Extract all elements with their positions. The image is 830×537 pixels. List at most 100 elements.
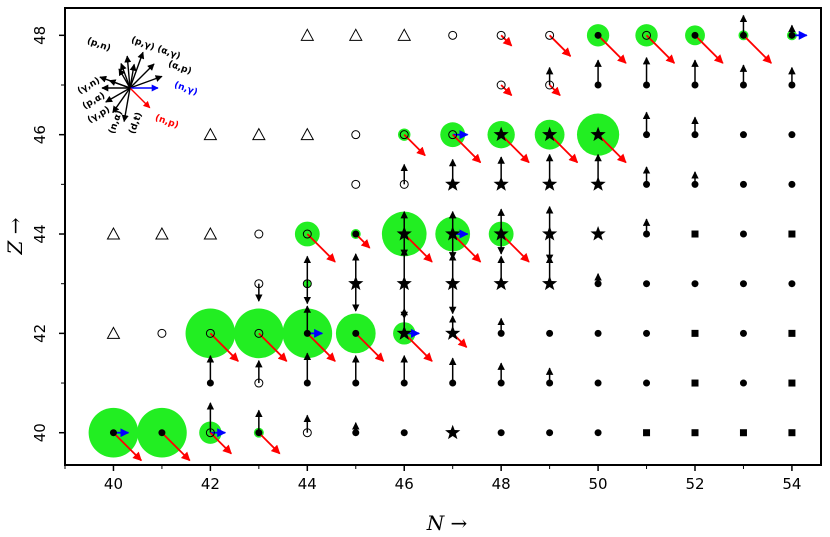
n-p-arrow — [548, 34, 572, 57]
open-circle-marker — [351, 130, 361, 140]
legend-label: (n,γ) — [173, 80, 199, 98]
open-circle-marker — [448, 130, 458, 140]
star-marker — [493, 176, 509, 191]
x-axis-label: N → — [426, 511, 468, 535]
open-circle-marker — [254, 229, 264, 239]
open-circle-marker — [205, 328, 215, 338]
stable-nuclide-marker — [739, 81, 747, 89]
n-p-arrow — [694, 34, 724, 64]
legend-arrow — [118, 68, 131, 89]
n-p-arrow — [161, 432, 191, 462]
triangle-marker — [397, 28, 412, 41]
open-circle-marker — [545, 80, 555, 90]
stable-nuclide-marker — [546, 379, 554, 387]
legend-arrow — [121, 87, 131, 123]
x-tick-label: 48 — [492, 475, 511, 493]
legend-arrow — [108, 79, 131, 89]
stable-nuclide-marker — [546, 429, 554, 437]
y-tick-label: 46 — [31, 125, 49, 144]
stable-nuclide-marker — [206, 379, 214, 387]
stable-nuclide-marker — [643, 379, 651, 387]
n-p-arrow — [306, 233, 336, 263]
open-circle-marker — [399, 130, 409, 140]
triangle-marker — [348, 28, 363, 41]
star-marker — [396, 226, 412, 241]
star-marker — [445, 275, 461, 291]
triangle-marker — [203, 226, 218, 240]
stable-nuclide-marker — [594, 379, 602, 387]
square-marker — [788, 329, 796, 337]
star-marker — [542, 275, 558, 291]
n-p-arrow — [597, 134, 627, 164]
stable-nuclide-marker — [594, 280, 602, 288]
n-p-arrow — [548, 134, 579, 164]
star-marker — [590, 176, 606, 191]
star-marker — [542, 126, 558, 142]
stable-nuclide-marker — [303, 329, 311, 337]
n-p-arrow — [452, 134, 482, 164]
star-marker — [445, 424, 461, 440]
star-marker — [493, 226, 509, 241]
square-marker — [691, 329, 699, 337]
x-tick-label: 44 — [298, 475, 317, 493]
triangle-marker — [300, 127, 315, 141]
square-marker — [691, 379, 699, 387]
stable-nuclide-marker — [497, 329, 505, 337]
stable-nuclide-marker — [449, 379, 457, 387]
legend-arrow — [119, 62, 131, 89]
star-marker — [590, 226, 606, 241]
open-circle-marker — [351, 179, 361, 189]
x-tick-label: 52 — [685, 475, 704, 493]
stable-nuclide-marker — [691, 31, 699, 39]
legend-label: (p,n) — [85, 36, 111, 54]
stable-nuclide-marker — [352, 429, 360, 437]
legend-label: (n,p) — [153, 113, 179, 131]
open-circle-marker — [254, 328, 264, 338]
stable-nuclide-marker — [643, 131, 651, 139]
star-marker — [445, 325, 461, 340]
open-circle-marker — [545, 30, 555, 40]
star-marker — [348, 275, 364, 291]
x-tick-label: 54 — [782, 475, 801, 493]
stable-nuclide-marker — [643, 180, 651, 188]
legend-label: (α,p) — [167, 59, 193, 77]
n-p-arrow — [403, 233, 433, 263]
n-p-arrow — [306, 332, 336, 362]
square-marker — [788, 379, 796, 387]
stable-nuclide-marker — [255, 429, 263, 437]
open-circle-marker — [302, 428, 312, 438]
n-p-arrow — [355, 332, 385, 362]
open-circle-marker — [496, 80, 506, 90]
stable-nuclide-marker — [739, 280, 747, 288]
reaction-legend: (p,n)(p,γ)(α,γ)(α,p)(n,γ)(n,p)(d,t)(n,α)… — [76, 35, 199, 135]
n-p-arrow — [500, 84, 513, 97]
stable-nuclide-marker — [739, 131, 747, 139]
stable-nuclide-marker — [691, 180, 699, 188]
legend-arrow — [112, 87, 131, 114]
open-circle-marker — [157, 328, 167, 338]
stable-nuclide-marker — [643, 230, 651, 238]
triangle-marker — [203, 127, 218, 141]
n-p-arrow — [500, 134, 530, 164]
stable-nuclide-marker — [739, 180, 747, 188]
open-circle-marker — [254, 378, 264, 388]
stable-nuclide-marker — [594, 429, 602, 437]
open-circle-marker — [302, 229, 312, 239]
legend-arrow — [129, 51, 145, 89]
stable-nuclide-marker — [303, 379, 311, 387]
n-p-arrow — [645, 34, 675, 64]
stable-nuclide-marker — [788, 280, 796, 288]
n-p-arrow — [500, 233, 530, 263]
legend-arrow — [124, 55, 132, 89]
stable-nuclide-marker — [691, 131, 699, 139]
stable-nuclide-marker — [497, 379, 505, 387]
plot-frame — [64, 7, 822, 466]
open-circle-marker — [496, 30, 506, 40]
stable-nuclide-marker — [739, 230, 747, 238]
y-tick-label: 44 — [31, 224, 49, 243]
arrows-layer — [112, 14, 808, 462]
n-p-arrow — [597, 34, 627, 64]
n-p-arrow — [209, 432, 232, 455]
stable-nuclide-marker — [739, 31, 747, 39]
square-marker — [691, 230, 699, 238]
